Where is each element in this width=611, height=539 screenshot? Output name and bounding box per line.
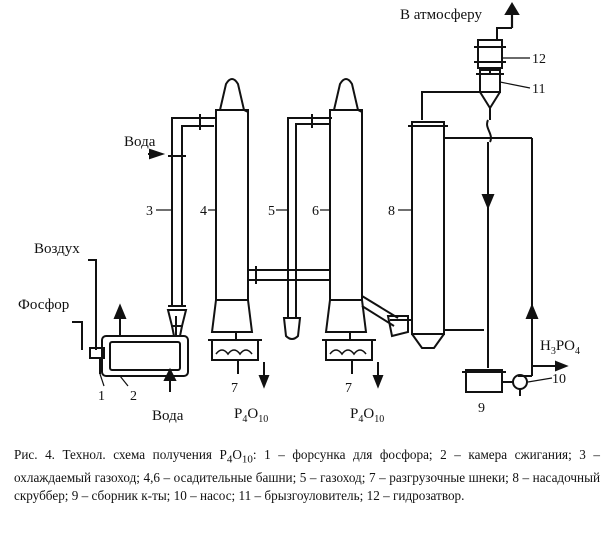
number-7b: 7 (345, 381, 352, 396)
number-11: 11 (532, 82, 545, 97)
number-10: 10 (552, 372, 566, 387)
gas-duct-5 (282, 114, 332, 340)
number-1: 1 (98, 389, 105, 404)
label-water-bottom: Вода (152, 408, 184, 424)
process-flow-diagram: В атмосферу Вода Воздух Фосфор Вода P4O1… (18, 2, 580, 425)
label-phosphorus: Фосфор (18, 297, 69, 313)
label-air: Воздух (34, 241, 80, 257)
settling-tower-6 (322, 78, 384, 389)
label-oxide-output-2: P4O10 (350, 406, 384, 425)
number-2: 2 (130, 389, 137, 404)
settling-tower-4 (208, 78, 270, 389)
figure-caption: Рис. 4. Технол. схема получения P4O10: 1… (14, 447, 601, 503)
cooled-gas-duct-3 (148, 114, 216, 337)
number-9: 9 (478, 401, 485, 416)
label-water-top: Вода (124, 134, 156, 150)
number-5: 5 (268, 204, 275, 219)
label-oxide-output-1: P4O10 (234, 406, 268, 425)
number-12: 12 (532, 52, 546, 67)
number-7a: 7 (231, 381, 238, 396)
number-6: 6 (312, 204, 319, 219)
pump-10 (512, 374, 528, 396)
acid-collector-9 (462, 369, 514, 393)
combustion-chamber-2 (101, 303, 189, 392)
number-4: 4 (200, 204, 207, 219)
spray-catcher-11 (421, 68, 504, 120)
acid-circulation-lines (481, 119, 569, 377)
packed-scrubber-8 (408, 121, 532, 349)
label-to-atmosphere: В атмосферу (400, 7, 482, 23)
number-3: 3 (146, 204, 153, 219)
number-8: 8 (388, 204, 395, 219)
phosphorus-nozzle-1 (72, 259, 105, 374)
duct-tower6-to-scrubber (361, 295, 412, 338)
label-phosphoric-acid: H3PO4 (540, 338, 580, 357)
